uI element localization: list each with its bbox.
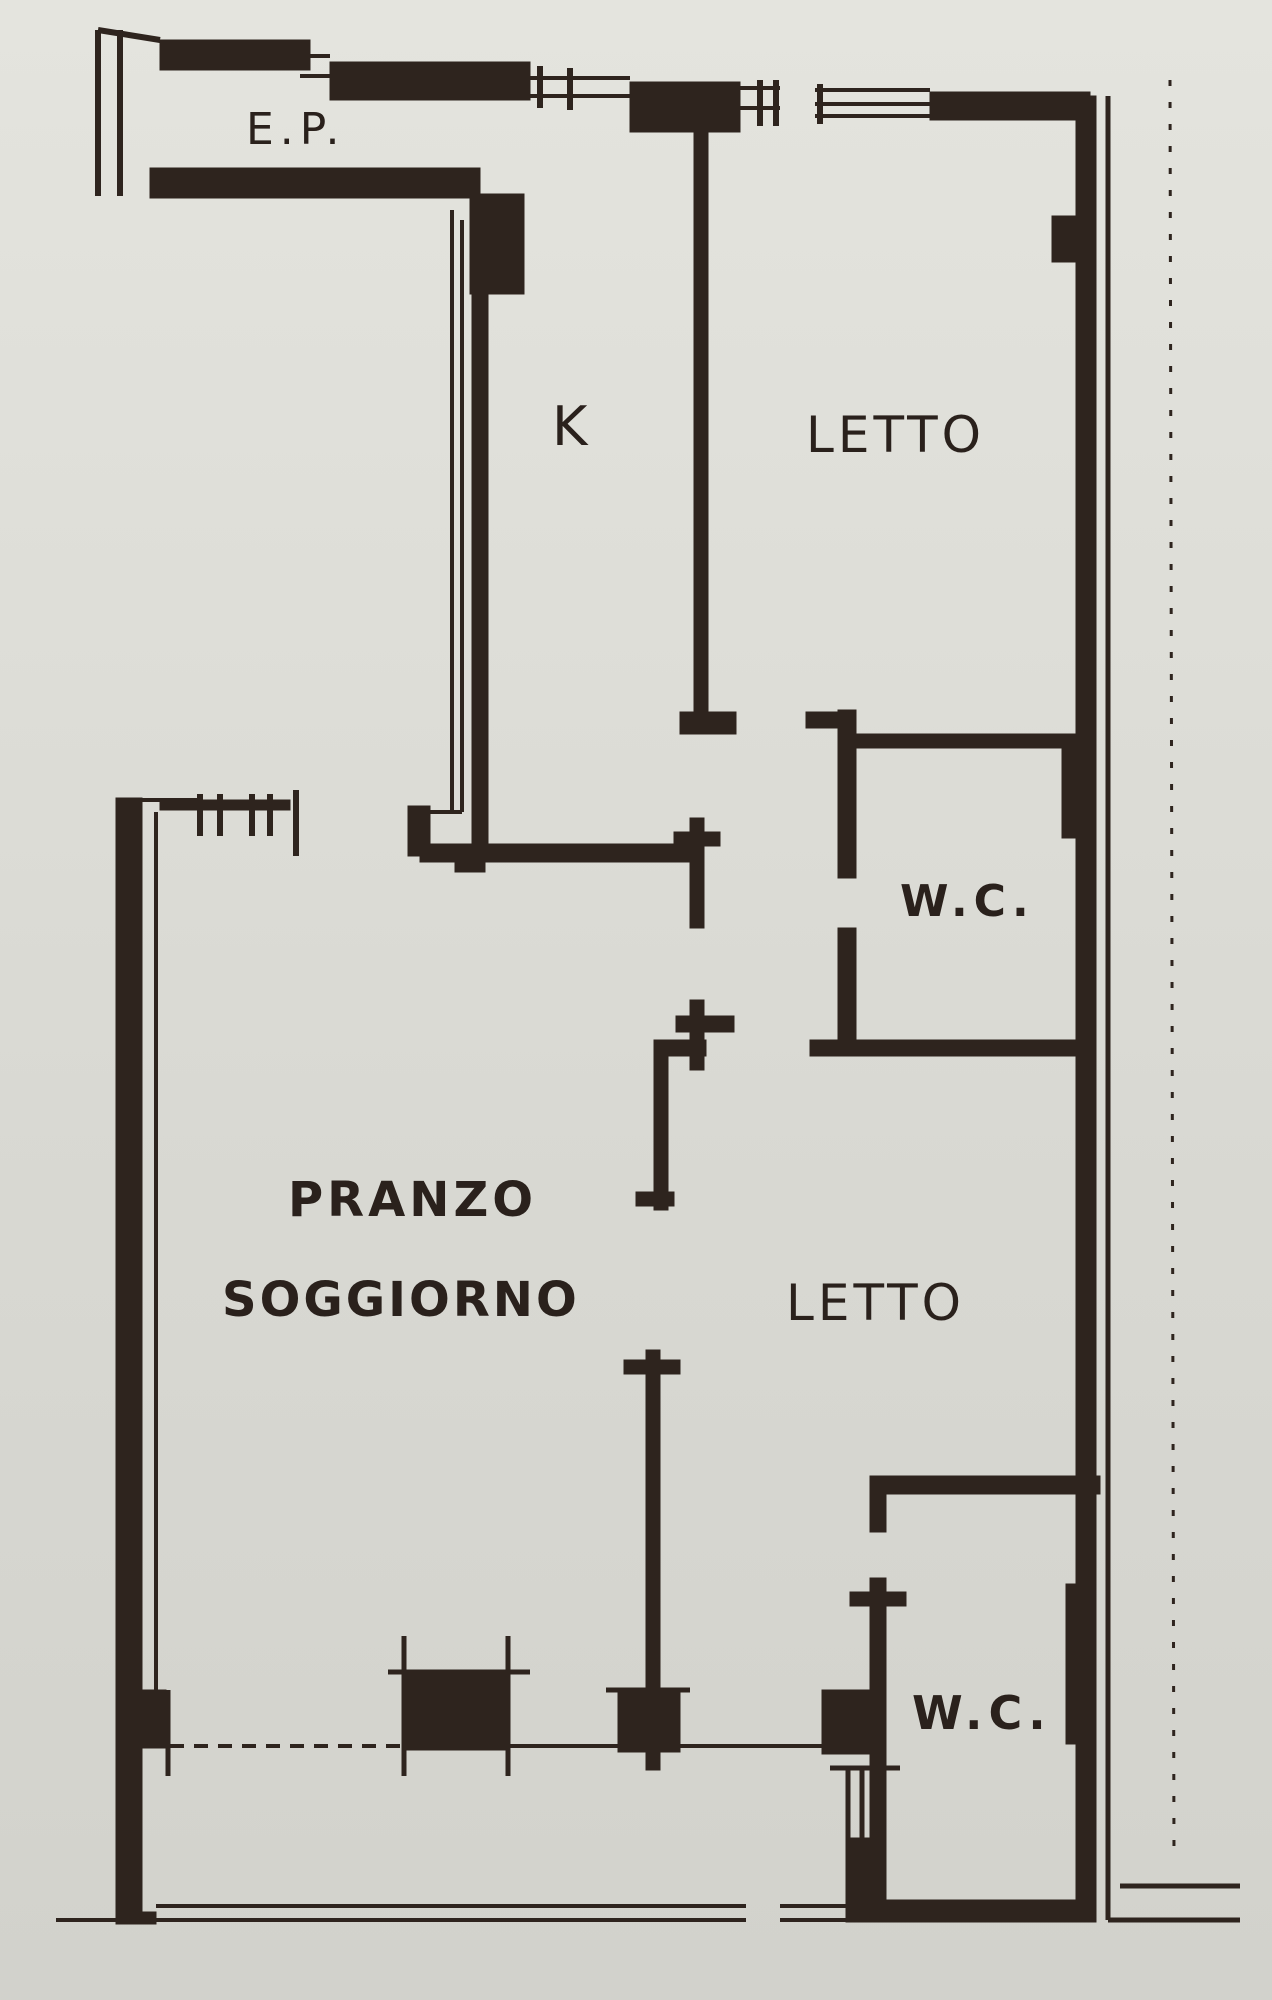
wc-top-upper-wall	[851, 733, 1083, 749]
bottom-outer-lines	[56, 1904, 846, 1922]
balcony-outline	[95, 27, 161, 196]
wc-top-right-block	[1061, 745, 1087, 839]
wc-bottom-top-jamb	[869, 1475, 887, 1533]
corridor-jamb-2	[673, 831, 721, 847]
window-living-left-bar	[159, 799, 291, 811]
bottom-block-ticks	[165, 1636, 690, 1776]
kitchen-label: K	[552, 395, 590, 458]
balcony-label: E.P.	[246, 104, 346, 155]
wall-top-left	[159, 39, 311, 71]
wc-top-left-wall-b	[837, 927, 857, 1047]
kitchen-left-wall	[471, 289, 489, 851]
bottom-block-wc	[821, 1689, 875, 1755]
wc-bottom-window-ticks	[830, 1765, 900, 1840]
right-wall-jamb	[1051, 215, 1089, 263]
bedroom-bottom-label: LETTO	[786, 1274, 966, 1332]
bottom-block-partition	[617, 1689, 681, 1753]
wc-bottom-top-wall	[879, 1475, 1101, 1495]
wc-bottom-label: W.C.	[912, 1686, 1052, 1740]
living-partition-lower	[645, 1349, 661, 1771]
wall-top-mid-left	[329, 61, 531, 101]
living-partition-upper-c	[655, 1039, 707, 1057]
living-label: SOGGIORNO	[222, 1272, 580, 1328]
wall-top-right	[929, 91, 1091, 121]
right-margin-dotted	[1168, 79, 1176, 1861]
bedroom-top-label: LETTO	[806, 406, 986, 464]
kitchen-left-inner-lines	[420, 210, 464, 814]
window-jambs-top	[537, 66, 823, 126]
living-left-inner-lines	[142, 798, 200, 1700]
kitchen-bottom-stub	[454, 843, 486, 873]
kitchen-bedroom-jamb	[679, 711, 737, 735]
bottom-block-left	[117, 1689, 167, 1749]
living-partition-upper-b	[635, 1191, 675, 1207]
wall-top-mid	[629, 81, 741, 133]
dining-label: PRANZO	[288, 1172, 538, 1228]
wc-bottom-door-jamb	[849, 1591, 907, 1607]
bottom-outer-wall-right	[845, 1899, 1097, 1923]
kitchen-bedroom-wall	[693, 119, 709, 721]
corridor-jamb-3	[689, 999, 705, 1071]
wc-top-left-wall-a	[837, 709, 857, 879]
bottom-block-mid	[401, 1671, 511, 1751]
living-partition-jamb	[623, 1359, 681, 1375]
wc-top-bottom-wall	[809, 1039, 1081, 1057]
balcony-rail	[149, 167, 481, 199]
wc-top-left-jamb	[805, 711, 857, 729]
corridor-jamb-4	[675, 1015, 735, 1033]
wc-bottom-right-block	[1065, 1583, 1097, 1745]
kitchen-corner	[469, 193, 525, 295]
wc-top-label: W.C.	[900, 876, 1035, 927]
living-partition-upper-a	[653, 1039, 669, 1211]
right-outer-thin-line	[1105, 96, 1240, 1923]
living-left-wall	[115, 797, 143, 1923]
